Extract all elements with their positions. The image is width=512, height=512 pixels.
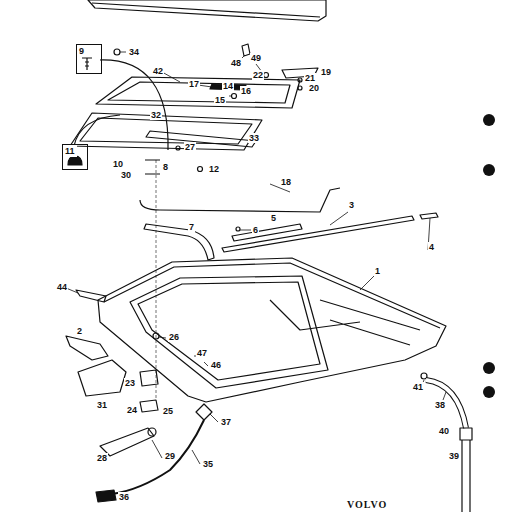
drive-cable: [112, 420, 204, 494]
screw: [232, 94, 237, 99]
callout-number: 32: [150, 110, 162, 120]
callout-number: 31: [96, 400, 108, 410]
callout-number: 48: [230, 58, 242, 68]
end-cap: [420, 213, 438, 219]
hose-joint: [460, 428, 472, 440]
screw: [198, 167, 203, 172]
bracket: [78, 360, 126, 396]
bracket: [66, 336, 108, 360]
clip: [242, 44, 250, 56]
callout-number: 14: [222, 81, 234, 91]
leader-curve: [74, 115, 120, 146]
callout-number: 3: [348, 200, 355, 210]
callout-number: 21: [304, 73, 316, 83]
callout-number: 37: [220, 417, 232, 427]
assembly-line: [156, 160, 157, 400]
roof-opening: [130, 276, 328, 388]
callout-number: 46: [210, 360, 222, 370]
callout-number: 11: [63, 145, 77, 157]
callout-number: 22: [252, 70, 264, 80]
callout-box: 9: [76, 44, 102, 74]
washer: [264, 73, 269, 78]
brand-mark: VOLVO: [346, 500, 388, 510]
callout-number: 30: [120, 170, 132, 180]
callout-number: 27: [184, 142, 196, 152]
leader-curve: [100, 60, 168, 150]
callout-number: 9: [77, 45, 86, 57]
plate: [140, 400, 158, 412]
callout-number: 12: [208, 164, 220, 174]
callout-number: 7: [188, 222, 195, 232]
callout-number: 23: [124, 378, 136, 388]
cable-end: [96, 490, 116, 502]
callout-number: 2: [76, 326, 83, 336]
rail: [146, 131, 256, 147]
callout-number: 39: [448, 451, 460, 461]
callout-number: 28: [96, 453, 108, 463]
callout-number: 26: [168, 332, 180, 342]
margin-dot: [483, 362, 495, 374]
clip: [421, 373, 427, 379]
callout-box: 11: [62, 144, 88, 170]
guide: [145, 160, 160, 174]
callout-number: 4: [428, 242, 435, 252]
callout-number: 17: [188, 79, 200, 89]
roof-emboss: [270, 300, 420, 345]
callout-number: 16: [240, 86, 252, 96]
callout-number: 40: [438, 426, 450, 436]
cable: [140, 188, 340, 212]
callout-number: 10: [112, 159, 124, 169]
margin-dot: [483, 164, 495, 176]
roof-edge: [104, 263, 440, 328]
callout-number: 42: [152, 66, 164, 76]
margin-dot: [483, 386, 495, 398]
panel-edge: [92, 3, 320, 17]
panel-inner: [80, 118, 252, 144]
callout-number: 33: [248, 133, 260, 143]
plug-icon: [68, 156, 82, 165]
crank-handle: [100, 428, 154, 456]
callout-number: 8: [162, 162, 169, 172]
callout-number: 41: [412, 382, 424, 392]
crank-hub: [148, 428, 156, 436]
callout-number: 36: [118, 492, 130, 502]
bracket: [76, 290, 106, 302]
frame: [96, 77, 300, 108]
callout-number: 44: [56, 282, 68, 292]
callout-number: 34: [128, 47, 140, 57]
strip: [232, 224, 302, 241]
rail: [144, 224, 214, 260]
grommet: [196, 404, 212, 420]
callout-number: 38: [434, 400, 446, 410]
callout-number: 20: [308, 83, 320, 93]
callout-number: 35: [202, 459, 214, 469]
margin-dot: [483, 114, 495, 126]
leader-line: [66, 52, 446, 464]
screw: [176, 146, 180, 150]
clip: [114, 49, 120, 55]
callout-number: 25: [162, 406, 174, 416]
callout-number: 15: [214, 95, 226, 105]
roof-panel: [88, 0, 326, 21]
bracket: [140, 370, 158, 386]
hose: [426, 380, 466, 428]
callout-number: 6: [252, 225, 259, 235]
opening-inner: [138, 282, 320, 380]
callout-number: 1: [374, 266, 381, 276]
callout-number: 5: [270, 213, 277, 223]
callout-number: 24: [126, 405, 138, 415]
callout-number: 29: [164, 451, 176, 461]
callout-number: 19: [320, 67, 332, 77]
callout-number: 18: [280, 177, 292, 187]
hose-inner: [426, 380, 466, 428]
strip: [222, 216, 414, 252]
screw-icon: [82, 58, 92, 70]
callout-number: 49: [250, 53, 262, 63]
tube: [462, 440, 470, 512]
screw: [236, 227, 240, 231]
callout-number: 47: [196, 348, 208, 358]
roof: [98, 258, 446, 402]
